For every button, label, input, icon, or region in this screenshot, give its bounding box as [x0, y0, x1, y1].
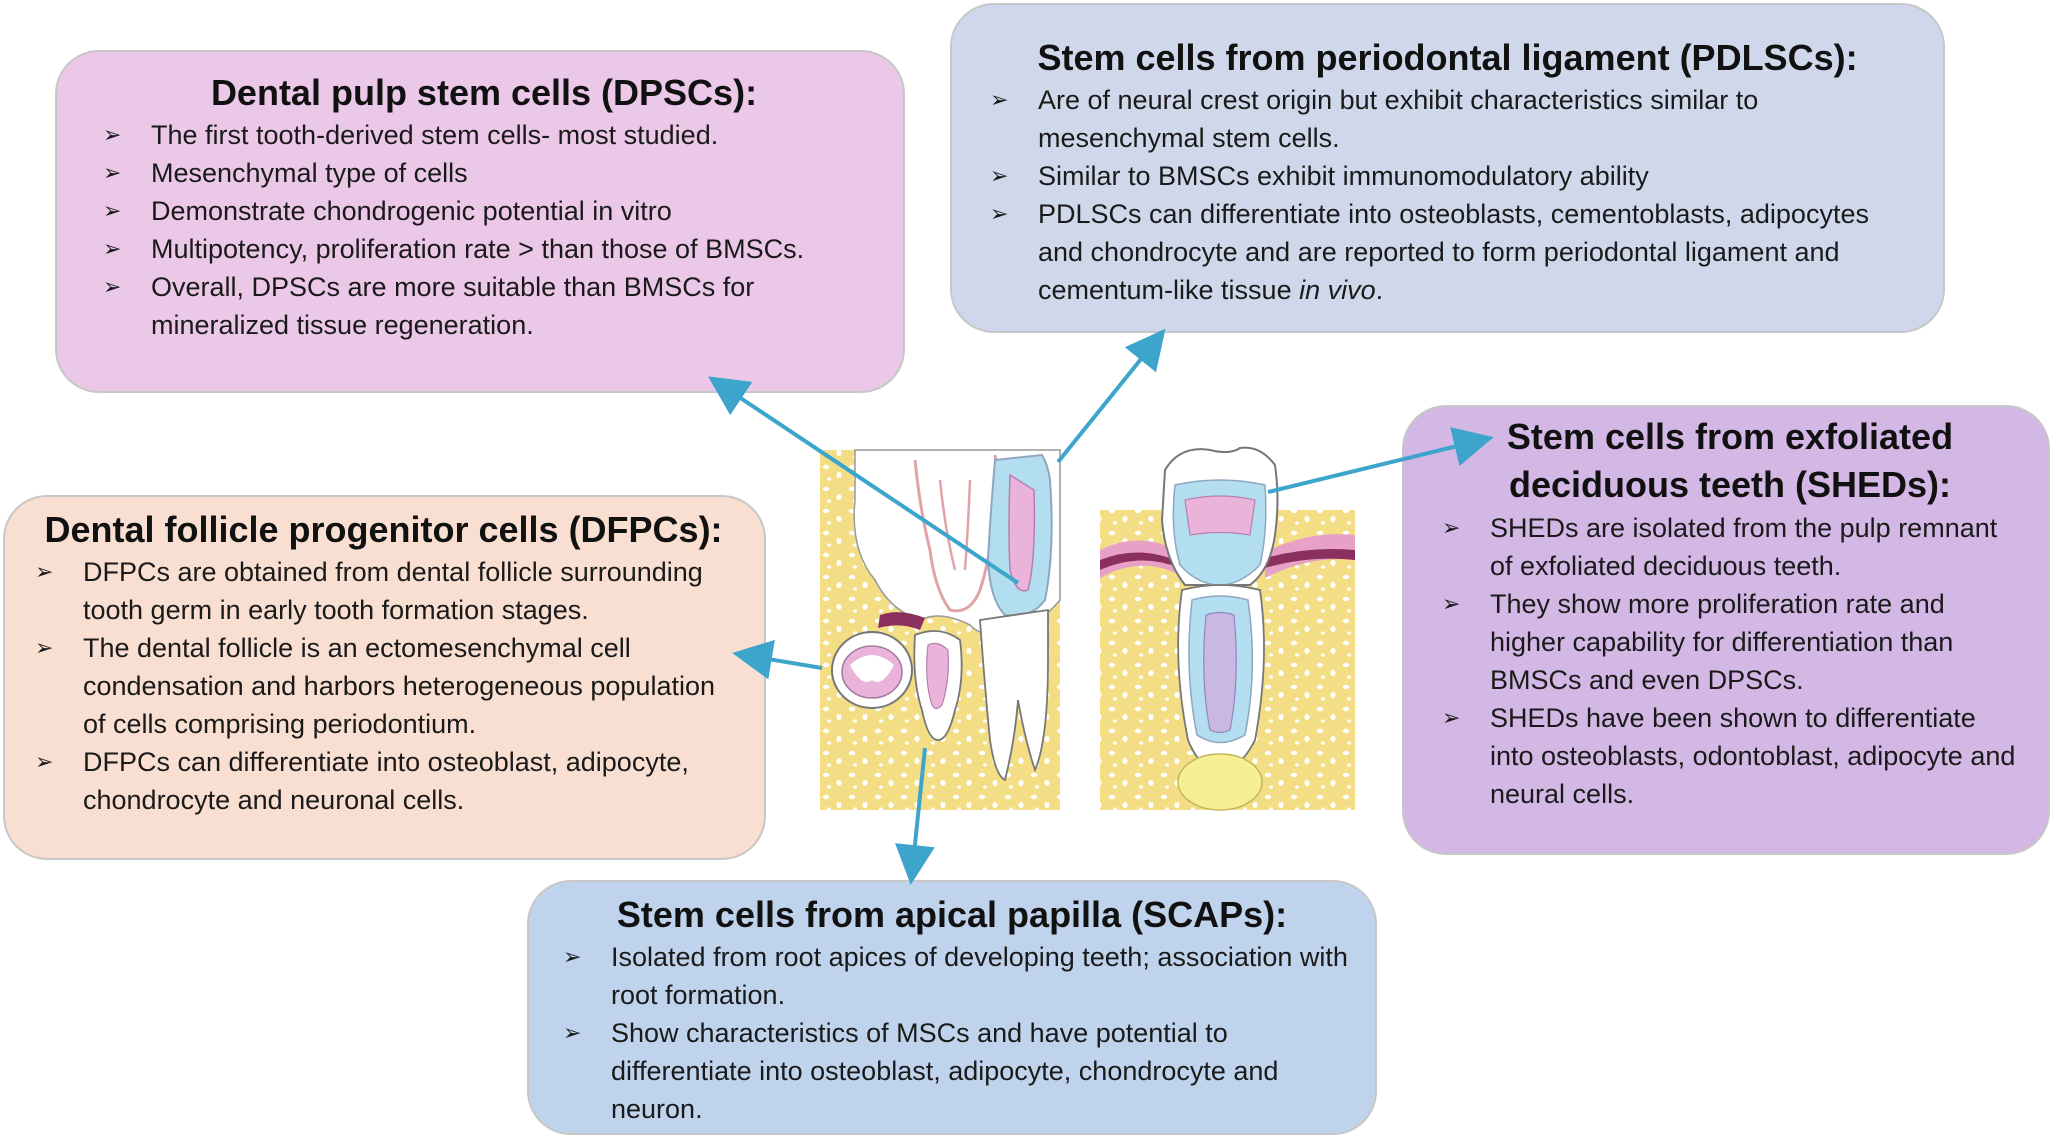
dpsc-title: Dental pulp stem cells (DPSCs):: [210, 72, 758, 113]
deciduous-tooth-right: [1100, 446, 1355, 811]
italic-in-vivo: in vivo: [1299, 275, 1376, 305]
jaw-section-left: [820, 449, 1061, 810]
list-item: ➢DFPCs are obtained from dental follicle…: [27, 553, 740, 629]
dfpc-box: Dental follicle progenitor cells (DFPCs)…: [3, 495, 766, 860]
arrow-bullet-icon: ➢: [1442, 591, 1461, 616]
scap-title: Stem cells from apical papilla (SCAPs):: [616, 894, 1288, 935]
list-item: ➢Are of neural crest origin but exhibit …: [982, 81, 1913, 157]
arrow-bullet-icon: ➢: [35, 635, 54, 660]
arrow-bullet-icon: ➢: [1442, 705, 1461, 730]
arrow-bullet-icon: ➢: [990, 201, 1009, 226]
shed-title-line1: Stem cells from exfoliated: [1506, 416, 1954, 457]
dpsc-box: Dental pulp stem cells (DPSCs): ➢The fir…: [55, 50, 905, 393]
list-item: ➢SHEDs are isolated from the pulp remnan…: [1434, 509, 2026, 585]
list-item: ➢Mesenchymal type of cells: [95, 154, 873, 192]
list-item: ➢PDLSCs can differentiate into osteoblas…: [982, 195, 1913, 309]
list-item: ➢Demonstrate chondrogenic potential in v…: [95, 192, 873, 230]
shed-bullet-list: ➢SHEDs are isolated from the pulp remnan…: [1434, 509, 2026, 813]
list-item: ➢They show more proliferation rate and h…: [1434, 585, 2026, 699]
list-item: ➢Show characteristics of MSCs and have p…: [555, 1014, 1349, 1128]
pdlsc-box: Stem cells from periodontal ligament (PD…: [950, 3, 1945, 333]
dfpc-title: Dental follicle progenitor cells (DFPCs)…: [44, 509, 723, 550]
list-item: ➢DFPCs can differentiate into osteoblast…: [27, 743, 740, 819]
arrow-bullet-icon: ➢: [563, 944, 582, 969]
arrow-bullet-icon: ➢: [563, 1020, 582, 1045]
dpsc-bullet-list: ➢The first tooth-derived stem cells- mos…: [95, 116, 873, 344]
arrow-bullet-icon: ➢: [990, 163, 1009, 188]
list-item: ➢The dental follicle is an ectomesenchym…: [27, 629, 740, 743]
tooth-illustration: [820, 446, 1355, 811]
list-item: ➢Isolated from root apices of developing…: [555, 938, 1349, 1014]
scap-box: Stem cells from apical papilla (SCAPs): …: [527, 880, 1377, 1135]
list-item: ➢SHEDs have been shown to differentiate …: [1434, 699, 2026, 813]
scap-bullet-list: ➢Isolated from root apices of developing…: [555, 938, 1349, 1128]
list-item: ➢Overall, DPSCs are more suitable than B…: [95, 268, 873, 344]
arrow-bullet-icon: ➢: [35, 559, 54, 584]
pdlsc-title: Stem cells from periodontal ligament (PD…: [1037, 37, 1858, 78]
dfpc-bullet-list: ➢DFPCs are obtained from dental follicle…: [27, 553, 740, 819]
shed-title: Stem cells from exfoliated deciduous tee…: [1434, 413, 2026, 509]
shed-box: Stem cells from exfoliated deciduous tee…: [1402, 405, 2050, 855]
arrow-bullet-icon: ➢: [103, 236, 122, 261]
arrow-bullet-icon: ➢: [1442, 515, 1461, 540]
arrow-bullet-icon: ➢: [103, 122, 122, 147]
arrow-bullet-icon: ➢: [990, 87, 1009, 112]
shed-title-line2: deciduous teeth (SHEDs):: [1508, 464, 1952, 505]
arrow-bullet-icon: ➢: [103, 198, 122, 223]
arrow-bullet-icon: ➢: [103, 160, 122, 185]
list-item: ➢Similar to BMSCs exhibit immunomodulato…: [982, 157, 1913, 195]
pdlsc-bullet-list: ➢Are of neural crest origin but exhibit …: [982, 81, 1913, 309]
arrow-bullet-icon: ➢: [35, 749, 54, 774]
list-item: ➢Multipotency, proliferation rate > than…: [95, 230, 873, 268]
arrow-bullet-icon: ➢: [103, 274, 122, 299]
list-item: ➢The first tooth-derived stem cells- mos…: [95, 116, 873, 154]
